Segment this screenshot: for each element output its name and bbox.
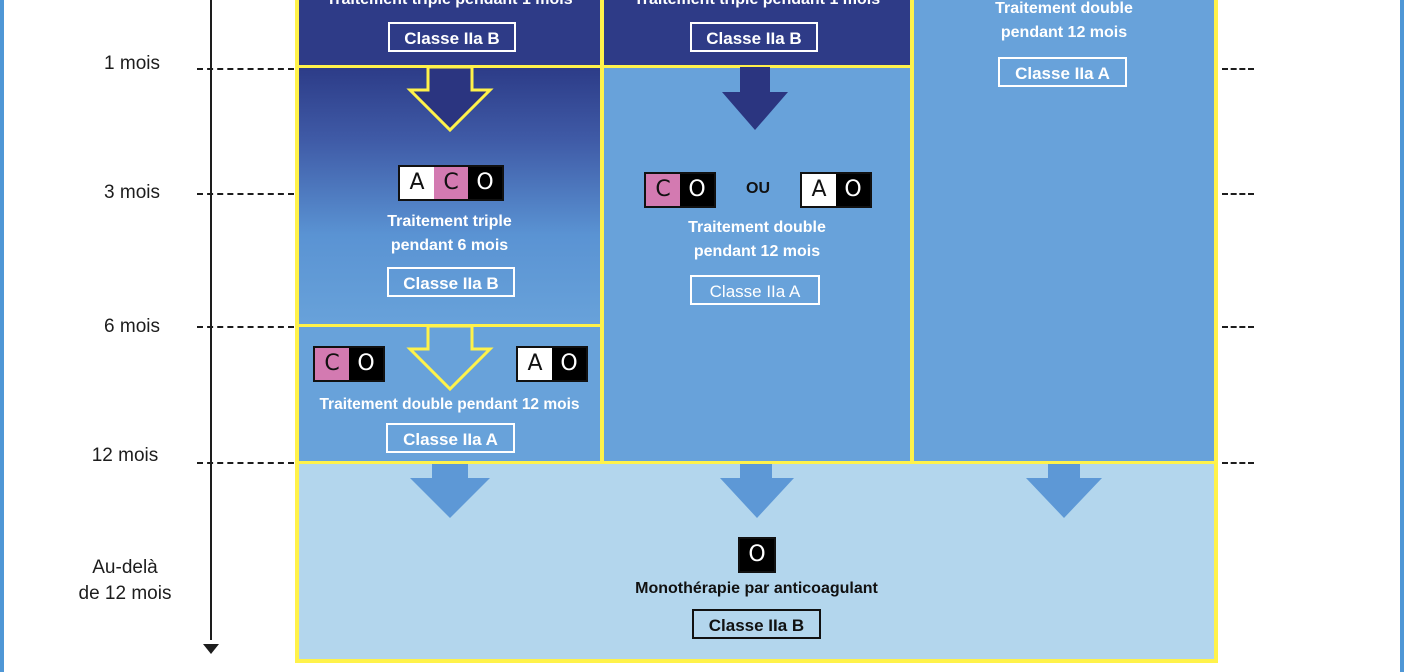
arrow-a-1-to-3 [406,65,494,133]
time-label-3-mois: 3 mois [104,182,160,203]
panel-a-triple-1-month [299,0,600,66]
drug-cell-clopidogrel: C [646,174,680,206]
dash-left-12-mois [197,462,294,464]
dash-left-1-mois [197,68,294,70]
drug-cell-aspirin: A [802,174,836,206]
col-a-combo-aco: A C O [398,165,504,201]
col-a-mid-text-line2: pendant 6 mois [390,237,509,254]
drug-cell-anticoagulant: O [740,539,774,571]
drug-cell-clopidogrel: C [434,167,468,199]
panel-c-double-12-months [914,0,1214,463]
dash-left-6-mois [197,326,294,328]
border-divider-ab [600,0,604,463]
drug-cell-anticoagulant: O [836,174,870,206]
dash-left-3-mois [197,193,294,195]
time-label-beyond-line2: de 12 mois [78,583,172,605]
panel-b-double-12-months [604,66,910,463]
border-divider-bc [910,0,914,463]
timeline-arrow-head [203,644,219,654]
col-b-text-line1: Traitement double [688,219,826,236]
dash-right-3-mois [1222,193,1254,195]
dash-right-1-mois [1222,68,1254,70]
col-b-text: Traitement double pendant 12 mois [604,216,910,264]
col-b-top-text: Traitement triple pendant 1 mois [604,0,910,12]
arrow-b-to-mono [720,464,794,518]
col-a-top-classe: Classe IIa B [388,22,516,52]
col-c-text-line2: pendant 12 mois [1000,24,1128,41]
drug-cell-anticoagulant: O [552,348,586,380]
bottom-classe: Classe IIa B [692,609,821,639]
drug-cell-aspirin: A [518,348,552,380]
time-label-beyond-line1: Au-delà [92,557,158,578]
bottom-combo-o: O [738,537,776,573]
border-outer-bottom [295,659,1218,663]
arrow-c-to-mono [1026,464,1102,518]
col-a-low-text: Traitement double pendant 12 mois [319,396,580,413]
col-c-text: Traitement double pendant 12 mois [914,0,1214,45]
dash-right-12-mois [1222,462,1254,464]
frame-right-edge [1400,0,1404,672]
drug-cell-clopidogrel: C [315,348,349,380]
timeline-axis [210,0,212,640]
arrow-a-6-months [406,324,494,392]
col-a-low-classe: Classe IIa A [386,423,515,453]
time-label-12-mois: 12 mois [91,445,159,466]
border-12-months [299,461,1214,464]
arrow-a-to-mono [410,464,490,518]
col-b-top-classe: Classe IIa B [690,22,818,52]
border-b-1-month [604,65,910,68]
col-b-combo-ao: A O [800,172,872,208]
col-b-separator-ou: OU [746,180,770,197]
col-a-combo-ao: A O [516,346,588,382]
col-c-classe: Classe IIa A [998,57,1127,87]
time-label-6-mois: 6 mois [104,316,160,337]
col-a-mid-text: Traitement triple pendant 6 mois [299,210,600,258]
col-a-mid-text-line1: Traitement triple [387,213,512,230]
border-outer-right [1214,0,1218,663]
col-c-text-line1: Traitement double [995,0,1133,17]
arrow-b-1-month [722,67,788,130]
col-b-text-line2: pendant 12 mois [693,243,821,260]
time-label-1-mois: 1 mois [104,53,160,74]
col-a-top-text: Traitement triple pendant 1 mois [299,0,600,12]
col-a-combo-co: C O [313,346,385,382]
drug-cell-anticoagulant: O [349,348,383,380]
panel-b-triple-1-month [604,0,910,66]
drug-cell-aspirin: A [400,167,434,199]
dash-right-6-mois [1222,326,1254,328]
col-b-classe: Classe IIa A [690,275,820,305]
border-outer-left [295,0,299,663]
drug-cell-anticoagulant: O [468,167,502,199]
col-b-combo-co: C O [644,172,716,208]
bottom-text: Monothérapie par anticoagulant [635,580,878,597]
time-label-beyond: Au-delà de 12 mois [50,555,200,607]
frame-left-edge [0,0,4,672]
col-a-mid-classe: Classe IIa B [387,267,515,297]
drug-cell-anticoagulant: O [680,174,714,206]
